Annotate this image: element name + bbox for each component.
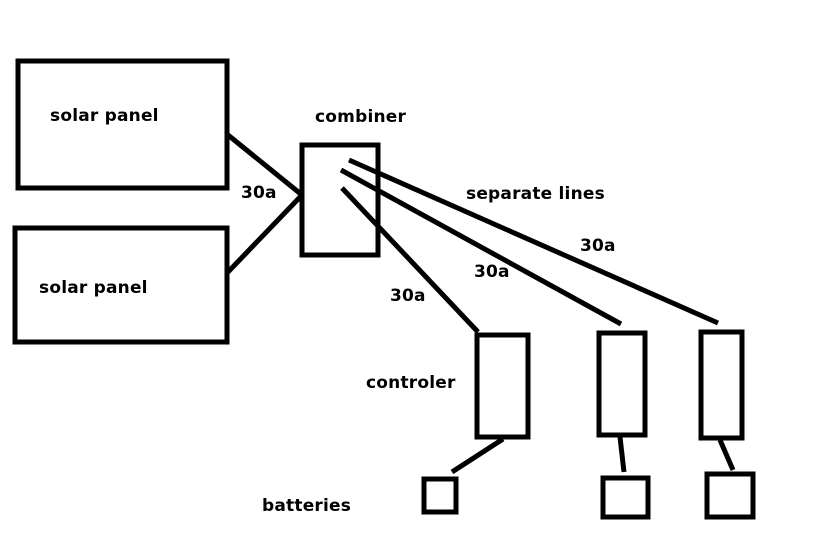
controller-3-box [698,329,745,441]
controller-label: controler [366,373,456,393]
input-amps-label: 30a [241,183,277,203]
line1-amps-label: 30a [390,286,426,306]
solar-panel-top-label: solar panel [50,106,159,126]
battery-1-box [421,476,459,515]
battery-3-box [704,471,756,520]
wire-combiner-controller-1 [340,186,480,334]
wire-controller-3-battery-3 [717,439,736,471]
combiner-box [299,142,381,258]
line2-amps-label: 30a [474,262,510,282]
batteries-label: batteries [262,496,352,516]
wire-panel-bottom-combiner [226,193,304,274]
wire-panel-top-combiner [226,133,304,197]
combiner-label: combiner [315,107,407,127]
wire-combiner-controller-3 [347,157,720,326]
solar-panel-bottom-box [12,225,230,345]
controller-1-box [474,332,531,440]
solar-panel-top-box [15,58,230,191]
line3-amps-label: 30a [580,236,616,256]
battery-2-box [600,475,651,520]
separate-lines-label: separate lines [466,184,605,204]
wire-controller-2-battery-2 [617,436,627,473]
solar-panel-bottom-label: solar panel [39,278,148,298]
wire-combiner-controller-2 [339,167,623,327]
controller-2-box [596,330,648,438]
wire-controller-1-battery-1 [450,436,505,475]
